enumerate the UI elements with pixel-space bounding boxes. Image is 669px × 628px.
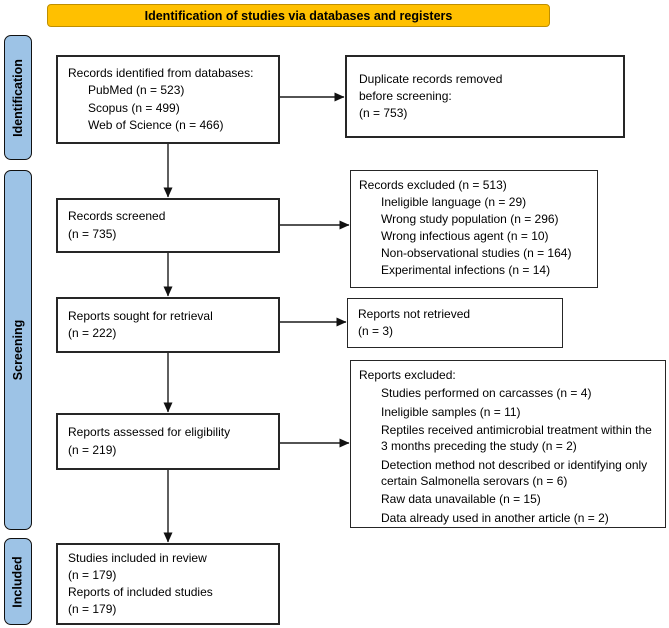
box-reports-sought: Reports sought for retrieval (n = 222) xyxy=(56,297,280,353)
box-reports-excluded: Reports excluded: Studies performed on c… xyxy=(350,360,666,528)
box-item: PubMed (n = 523) xyxy=(88,83,185,98)
box-line: Reports assessed for eligibility xyxy=(68,425,231,440)
box-title: Records excluded (n = 513) xyxy=(359,178,507,192)
box-line: Reports sought for retrieval xyxy=(68,308,213,323)
box-item: Ineligible samples (n = 11) xyxy=(381,404,521,419)
diagram-title-banner: Identification of studies via databases … xyxy=(47,4,550,27)
box-line: Reports not retrieved xyxy=(358,306,471,321)
stage-label-included: Included xyxy=(4,538,32,625)
box-item: Detection method not described or identi… xyxy=(381,457,648,488)
stage-label-screening: Screening xyxy=(4,170,32,530)
box-line: Reports of included studies xyxy=(68,585,213,599)
box-item: Experimental infections (n = 14) xyxy=(381,263,551,278)
box-line: Studies included in review xyxy=(68,550,207,565)
box-line: (n = 219) xyxy=(68,442,117,457)
stage-label-identification: Identification xyxy=(4,35,32,160)
box-item: Wrong study population (n = 296) xyxy=(381,212,559,227)
box-reports-assessed: Reports assessed for eligibility (n = 21… xyxy=(56,413,280,470)
box-item: Reptiles received antimicrobial treatmen… xyxy=(381,422,652,454)
diagram-title: Identification of studies via databases … xyxy=(144,8,453,23)
box-line: Duplicate records removed xyxy=(359,71,503,86)
box-line: (n = 179) xyxy=(68,602,117,617)
box-item: Data already used in another article (n … xyxy=(381,510,609,525)
box-line: Records screened xyxy=(68,209,166,224)
box-studies-included: Studies included in review (n = 179) Rep… xyxy=(56,543,280,625)
stage-label-text: Included xyxy=(11,555,25,608)
box-line: (n = 222) xyxy=(68,326,117,340)
box-item: Ineligible language (n = 29) xyxy=(381,195,527,210)
box-line: (n = 3) xyxy=(358,324,394,338)
box-item: Studies performed on carcasses (n = 4) xyxy=(381,386,592,401)
box-item: Non-observational studies (n = 164) xyxy=(381,246,572,261)
box-item: Wrong infectious agent (n = 10) xyxy=(381,229,549,244)
box-item: Web of Science (n = 466) xyxy=(88,117,224,132)
box-item: Raw data unavailable (n = 15) xyxy=(381,492,541,507)
box-line: (n = 735) xyxy=(68,226,117,241)
stage-label-text: Identification xyxy=(11,58,25,137)
box-title: Records identified from databases: xyxy=(68,66,254,81)
box-records-excluded: Records excluded (n = 513) Ineligible la… xyxy=(350,170,598,288)
box-line: (n = 753) xyxy=(359,106,408,121)
box-duplicates-removed: Duplicate records removed before screeni… xyxy=(345,55,625,138)
box-records-identified: Records identified from databases: PubMe… xyxy=(56,55,280,144)
box-line: (n = 179) xyxy=(68,567,117,582)
box-reports-not-retrieved: Reports not retrieved (n = 3) xyxy=(347,298,563,348)
box-item: Scopus (n = 499) xyxy=(88,100,180,115)
box-line: before screening: xyxy=(359,88,452,103)
stage-label-text: Screening xyxy=(11,319,25,381)
box-records-screened: Records screened (n = 735) xyxy=(56,198,280,253)
box-title: Reports excluded: xyxy=(359,368,456,382)
